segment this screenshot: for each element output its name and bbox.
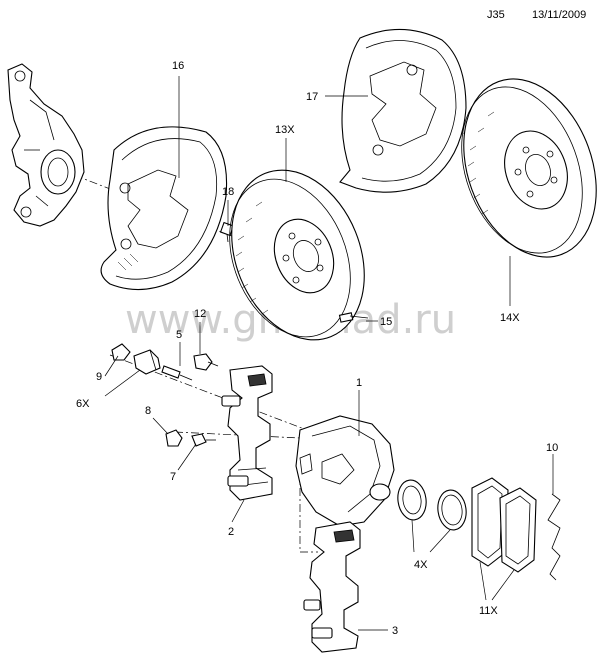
callout-17: 17 [306,91,318,103]
caliper-carrier-3 [303,521,361,653]
callout-9: 9 [96,371,102,383]
callout-10: 10 [546,442,558,454]
callout-6x: 6X [76,398,90,410]
bleeder-cap-8 [165,429,183,447]
callout-16: 16 [172,60,184,72]
diagram-date: 13/11/2009 [532,9,586,21]
anti-rattle-spring-10 [547,493,561,581]
brake-backing-plate-16 [100,126,228,291]
guide-bolt-9 [111,343,131,361]
caliper-carrier-2 [221,365,273,501]
brake-shield-17 [339,28,467,193]
callout-15: 15 [380,316,392,328]
callout-2: 2 [228,526,234,538]
brake-disc-14x [461,78,597,258]
piston-seals-4x [397,479,467,531]
guide-sleeve-6x [133,349,161,375]
callout-14x: 14X [500,312,520,324]
caliper-housing-1 [295,415,395,527]
brake-disc-13x [229,169,365,341]
callout-4x: 4X [414,559,428,571]
steering-knuckle [7,63,85,227]
bolt-12 [193,353,219,371]
bleeder-screw-7 [191,433,216,447]
callout-leaders [104,76,554,631]
callout-13x: 13X [275,124,295,136]
brake-pads-11x [471,477,537,573]
callout-3: 3 [392,625,398,637]
callout-12: 12 [194,308,206,320]
screw-15 [338,312,369,323]
callout-11x: 11X [479,605,498,617]
callout-5: 5 [176,329,182,341]
guide-pin-5 [161,365,193,381]
callout-7: 7 [170,471,176,483]
diagram-code: J35 [487,9,505,21]
callout-8: 8 [145,405,151,417]
callout-1: 1 [356,377,362,389]
callout-18: 18 [222,186,234,198]
